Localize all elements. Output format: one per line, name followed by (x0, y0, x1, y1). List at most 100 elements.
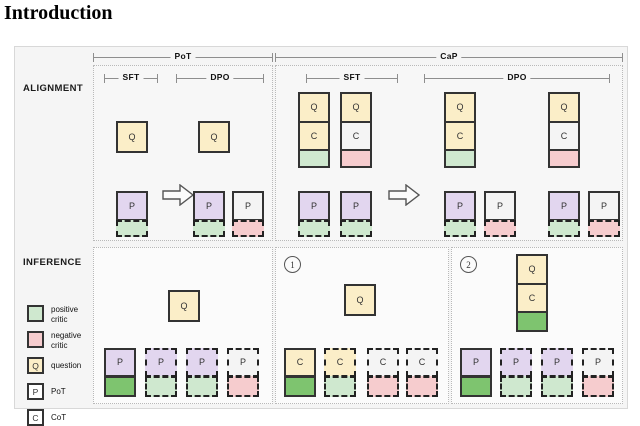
arrow-right-icon (388, 184, 420, 206)
pot-dpo-rejected-stack: P (232, 191, 264, 237)
pot-swatch: P (27, 383, 44, 400)
cap-dpo-chosen-stack: P (444, 191, 476, 237)
legend-label: positive critic (51, 305, 78, 324)
pot-cell: P (232, 191, 264, 221)
positive-critic-cell (516, 312, 548, 332)
legend-item-pot: P PoT (27, 383, 66, 400)
pot-cell: P (104, 348, 136, 377)
inference-pot-candidate-2: P (186, 348, 218, 397)
inference-pot-candidate-1: P (145, 348, 177, 397)
span-pot-sft: SFT (104, 71, 158, 84)
inference-step1-selected-stack: C (284, 348, 316, 397)
span-cap-right (397, 74, 398, 83)
pot-cell: P (145, 348, 177, 377)
span-cap-right (157, 74, 158, 83)
legend-item-negative-critic: negative critic (27, 331, 81, 350)
negative-critic-cell (367, 376, 399, 397)
inference-panel-step1: 1 Q C C C C (275, 247, 449, 404)
legend-item-cot: C CoT (27, 409, 66, 426)
inference-panel-pot: Q P P P P (93, 247, 273, 404)
cap-sft-col1-stack: Q C (298, 92, 330, 168)
pot-cell: P (484, 191, 516, 221)
pot-cell: P (116, 191, 148, 221)
positive-critic-cell (444, 150, 476, 168)
span-cap-left (306, 74, 307, 83)
positive-critic-cell (116, 220, 148, 237)
span-label: DPO (206, 71, 234, 83)
span-cap-left (104, 74, 105, 83)
legend-label: CoT (51, 413, 67, 422)
question-cell: Q (340, 92, 372, 122)
span-pot: PoT (93, 50, 273, 63)
pot-sft-question-stack: Q (116, 121, 148, 153)
arrow-right-icon (162, 184, 194, 206)
question-cell: Q (516, 254, 548, 284)
inference-pot-selected-stack: P (104, 348, 136, 397)
span-label: SFT (118, 71, 144, 83)
span-pot-dpo: DPO (176, 71, 264, 84)
positive-critic-cell (340, 220, 372, 237)
pot-cell: P (588, 191, 620, 221)
cot-cell: C (516, 284, 548, 312)
page-title: Introduction (4, 2, 113, 24)
legend-item-positive-critic: positive critic (27, 305, 78, 324)
span-cap-dpo: DPO (424, 71, 610, 84)
legend-label-line2: critic (51, 340, 68, 350)
pot-sft-answer-stack: P (116, 191, 148, 237)
inference-pot-candidate-3: P (227, 348, 259, 397)
cap-sft-col1-answer-stack: P (298, 191, 330, 237)
pot-cell: P (193, 191, 225, 221)
positive-critic-cell (324, 376, 356, 397)
question-cell: Q (198, 121, 230, 153)
question-cell: Q (344, 284, 376, 316)
negative-critic-cell (588, 220, 620, 237)
pot-cell: P (500, 348, 532, 377)
cot-cell: C (298, 122, 330, 150)
cap-dpo-rejected-rejected-stack: P (588, 191, 620, 237)
positive-critic-cell (541, 376, 573, 397)
step-marker-2: 2 (460, 256, 477, 273)
pot-dpo-chosen-stack: P (193, 191, 225, 237)
negative-critic-cell (406, 376, 438, 397)
inference-step2-candidate-2: P (541, 348, 573, 397)
cap-dpo-chosen-rejected-stack: P (484, 191, 516, 237)
positive-critic-cell (444, 220, 476, 237)
negative-critic-cell (484, 220, 516, 237)
question-cell: Q (298, 92, 330, 122)
pot-cell: P (298, 191, 330, 221)
inference-step2-prompt-stack: Q C (516, 254, 548, 332)
span-label: DPO (503, 71, 531, 83)
pot-cell: P (186, 348, 218, 377)
positive-critic-cell (193, 220, 225, 237)
positive-critic-cell (298, 220, 330, 237)
positive-critic-cell (186, 376, 218, 397)
negative-critic-swatch (27, 331, 44, 348)
positive-critic-cell (500, 376, 532, 397)
question-cell: Q (116, 121, 148, 153)
positive-critic-cell (104, 376, 136, 397)
question-cell: Q (168, 290, 200, 322)
question-cell: Q (548, 92, 580, 122)
cot-cell: C (444, 122, 476, 150)
pot-cell: P (460, 348, 492, 377)
span-cap-right (622, 53, 623, 62)
legend-label: question (51, 361, 82, 370)
legend-item-question: Q question (27, 357, 81, 374)
span-cap-left (424, 74, 425, 83)
pot-cell: P (444, 191, 476, 221)
positive-critic-cell (145, 376, 177, 397)
legend-label-line1: negative (51, 331, 82, 340)
cap-dpo-rejected-prompt-stack: Q C (548, 92, 580, 168)
cap-sft-col2-answer-stack: P (340, 191, 372, 237)
cot-cell: C (367, 348, 399, 377)
span-label: PoT (170, 50, 196, 62)
question-swatch: Q (27, 357, 44, 374)
span-label: CaP (436, 50, 462, 62)
span-cap-left (275, 53, 276, 62)
inference-step2-candidate-3: P (582, 348, 614, 397)
cap-dpo-chosen-prompt-stack: Q C (444, 92, 476, 168)
inference-step1-question-stack: Q (344, 284, 376, 316)
span-cap: CaP (275, 50, 623, 63)
negative-critic-cell (582, 376, 614, 397)
inference-step2-candidate-1: P (500, 348, 532, 397)
